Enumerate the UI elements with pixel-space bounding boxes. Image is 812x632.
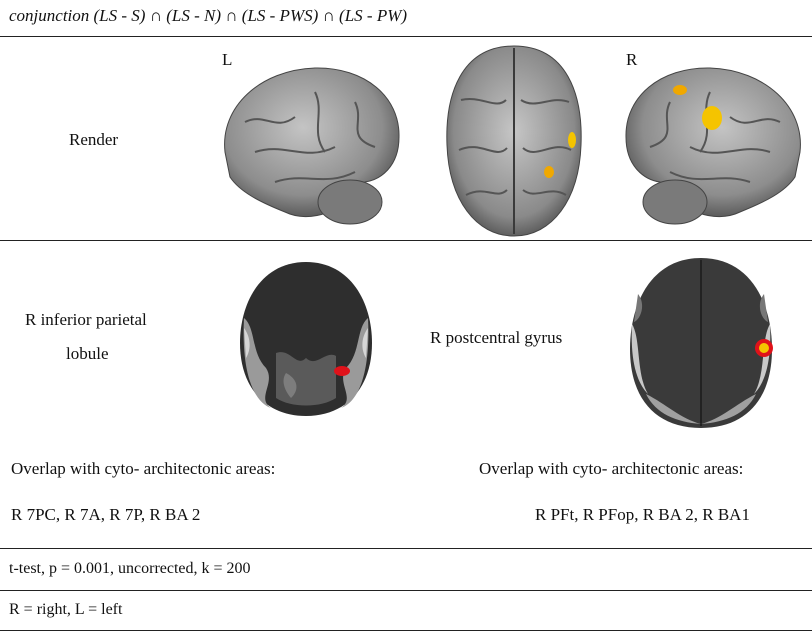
- right-region-label: R postcentral gyrus: [430, 328, 563, 347]
- right-overlap-areas: R PFt, R PFop, R BA 2, R BA1: [535, 505, 750, 524]
- left-region-label-line2: lobule: [66, 344, 109, 363]
- legend-note: R = right, L = left: [9, 601, 123, 618]
- left-overlap-areas: R 7PC, R 7A, R 7P, R BA 2: [11, 505, 201, 524]
- brain-slice-inferior-parietal: [240, 262, 372, 416]
- brain-render-left-lateral: [224, 67, 400, 225]
- brain-render-top-view: [446, 45, 582, 237]
- rule-top: [0, 36, 812, 37]
- left-hemisphere-marker: L: [222, 50, 233, 69]
- right-hemisphere-marker: R: [626, 50, 638, 69]
- conjunction-title: conjunction (LS - S) ∩ (LS - N) ∩ (LS - …: [9, 6, 408, 25]
- render-label: Render: [69, 130, 119, 149]
- right-overlap-heading: Overlap with cyto- architectonic areas:: [479, 459, 744, 478]
- rule-render-bottom: [0, 240, 812, 241]
- brain-render-right-lateral: [625, 67, 801, 225]
- rule-stats-bottom: [0, 590, 812, 591]
- stats-note: t-test, p = 0.001, uncorrected, k = 200: [9, 560, 251, 577]
- brain-slice-postcentral: [630, 258, 773, 428]
- rule-bottom: [0, 630, 812, 631]
- left-region-label: R inferior parietal: [25, 310, 147, 329]
- left-overlap-heading: Overlap with cyto- architectonic areas:: [11, 459, 276, 478]
- rule-overlap-bottom: [0, 548, 812, 549]
